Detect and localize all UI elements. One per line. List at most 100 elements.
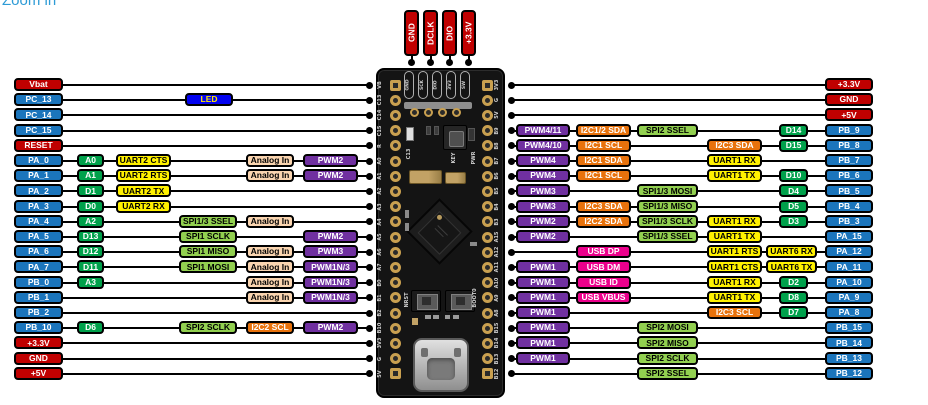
spi2-sclk-label: SPI2 SCLK — [637, 351, 698, 365]
smd-component — [405, 223, 409, 231]
junction-dot — [507, 96, 515, 104]
junction-dot — [408, 59, 415, 66]
pwm2-label: PWM2 — [303, 321, 358, 335]
a0-label: A0 — [77, 154, 104, 167]
i2c3-sda-label: I2C3 SDA — [576, 199, 631, 213]
smd-component — [405, 210, 409, 218]
wire — [62, 144, 369, 147]
pin-pa-10: PA_10 — [825, 275, 873, 289]
board-silk-label: B13 — [493, 353, 500, 364]
d1-label: D1 — [77, 184, 104, 198]
wire — [511, 144, 826, 147]
board-silk-label: A0 — [376, 157, 383, 165]
swd-pad-silk-label: SW — [461, 80, 467, 90]
pin-pa-6: PA_6 — [14, 245, 63, 259]
analog-in-label: Analog In — [246, 275, 294, 289]
uart1-tx-label: UART1 TX — [707, 290, 762, 304]
zoom-in-link[interactable]: Zoom in — [2, 0, 57, 9]
pin-gnd: GND — [825, 93, 873, 107]
junction-dot — [365, 96, 373, 104]
junction-dot — [507, 279, 515, 287]
board-silk-label: 5V — [493, 111, 500, 120]
board-silk-label: B10 — [376, 322, 383, 334]
swd-gnd-label: GND — [404, 10, 419, 56]
pin-pa-2: PA_2 — [14, 184, 63, 198]
pin-5v: +5V — [825, 108, 873, 122]
wire — [448, 56, 451, 61]
uart1-rx-label: UART1 RX — [707, 214, 762, 228]
i2c2-sda-label: I2C2 SDA — [576, 214, 631, 228]
pin-pb-0: PB_0 — [14, 275, 63, 289]
pin-pa-3: PA_3 — [14, 199, 63, 213]
swd-hole — [423, 107, 433, 117]
board-silk-label: A1 — [376, 172, 383, 180]
swd-dio-label: DIO — [442, 10, 457, 56]
spi1-3-miso-label: SPI1/3 MISO — [637, 199, 698, 213]
junction-dot — [365, 187, 373, 195]
pin-pa-11: PA_11 — [825, 260, 873, 274]
junction-dot — [507, 81, 515, 89]
smd-component — [412, 318, 418, 325]
pin-pa-9: PA_9 — [825, 290, 873, 304]
spi1-3-mosi-label: SPI1/3 MOSI — [637, 184, 698, 198]
c13-silk-label: C13 — [405, 148, 412, 160]
board-silk-label: R — [376, 143, 383, 148]
pin-pb-6: PB_6 — [825, 169, 873, 183]
pwm1-label: PWM1 — [516, 336, 570, 350]
pin-hole — [389, 201, 401, 213]
pwm1-label: PWM1 — [516, 321, 570, 335]
uart1-tx-label: UART1 TX — [707, 169, 762, 183]
board-silk-label: B12 — [493, 368, 500, 380]
pwm1-label: PWM1 — [516, 260, 570, 274]
junction-dot — [507, 111, 515, 119]
pwm4-11-label: PWM4/11 — [516, 123, 570, 137]
pin-pb-2: PB_2 — [14, 306, 63, 319]
pin-pa-15: PA_15 — [825, 230, 873, 243]
pin-pb-1: PB_1 — [14, 290, 63, 304]
pwm2-label: PWM2 — [303, 230, 358, 243]
pwm2-label: PWM2 — [516, 230, 570, 243]
a3-label: A3 — [77, 275, 104, 289]
swd-hole — [437, 107, 447, 117]
d3-label: D3 — [779, 214, 808, 228]
pin-pb-15: PB_15 — [825, 321, 873, 335]
pin-pa-0: PA_0 — [14, 154, 63, 167]
pin-hole — [389, 125, 401, 137]
uart1-rts-label: UART1 RTS — [707, 245, 762, 259]
junction-dot — [365, 203, 373, 211]
pwm1n-3-label: PWM1N/3 — [303, 290, 358, 304]
pin-hole — [481, 277, 493, 289]
wire — [62, 372, 369, 375]
pin-hole — [389, 170, 401, 182]
junction-dot — [365, 218, 373, 226]
smd-component — [425, 315, 431, 319]
pin-hole — [389, 261, 401, 273]
usb-c-connector — [413, 338, 469, 392]
junction-dot — [365, 339, 373, 347]
board-silk-label: B9 — [493, 126, 500, 135]
i2c1-2-sda-label: I2C1/2 SDA — [576, 123, 631, 137]
pwr-led — [468, 128, 475, 141]
junction-dot — [365, 309, 373, 317]
board-silk-label: A7 — [376, 263, 383, 272]
wire — [62, 205, 369, 208]
nrst-button — [411, 290, 441, 312]
pin-hole — [389, 216, 401, 228]
board-silk-label: B6 — [493, 172, 500, 180]
junction-dot — [507, 142, 515, 150]
board-silk-label: A10 — [493, 277, 500, 289]
d14-label: D14 — [779, 123, 808, 137]
uart2-rx-label: UART2 RX — [116, 199, 171, 213]
wire — [62, 296, 369, 299]
swd-pad-silk-label: 3V3 — [447, 80, 453, 90]
crystal-8mhz — [409, 170, 442, 184]
pin-reset: RESET — [14, 138, 63, 152]
junction-dot — [365, 111, 373, 119]
board-silk-label: A9 — [493, 294, 500, 302]
pin-hole — [481, 185, 493, 197]
uart1-rx-label: UART1 RX — [707, 154, 762, 167]
pin-hole — [389, 109, 401, 121]
nrst-silk-label: NRST — [403, 292, 410, 308]
junction-dot — [446, 59, 453, 66]
